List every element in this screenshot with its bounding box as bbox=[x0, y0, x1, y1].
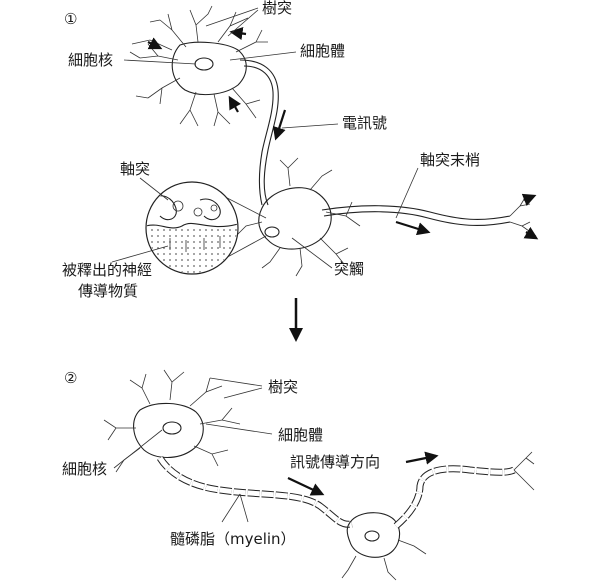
label-neurotransmitter-line2: 傳導物質 bbox=[78, 282, 138, 300]
label-myelin: 髓磷脂（myelin） bbox=[170, 530, 296, 548]
panel-2: ② bbox=[62, 369, 535, 581]
down-arrow bbox=[289, 298, 303, 342]
label-nucleus-1: 細胞核 bbox=[68, 51, 113, 69]
neuron-1-nucleus bbox=[194, 57, 214, 71]
neuron-2 bbox=[235, 157, 539, 277]
label-signal: 電訊號 bbox=[342, 114, 387, 132]
label-cell-body-1: 細胞體 bbox=[300, 42, 345, 60]
panel-1: ① bbox=[62, 0, 539, 300]
label-signal-direction: 訊號傳導方向 bbox=[290, 453, 380, 471]
label-dendrite-1: 樹突 bbox=[262, 0, 292, 17]
label-synapse: 突觸 bbox=[334, 260, 364, 278]
label-nucleus-2: 細胞核 bbox=[62, 460, 107, 478]
panel-1-leaders bbox=[111, 7, 419, 269]
panel-2-leaders bbox=[113, 377, 273, 523]
neuron-3-nucleus bbox=[162, 421, 182, 435]
neuron-3 bbox=[103, 369, 535, 581]
neuron-1 bbox=[129, 5, 287, 206]
label-axon: 軸突 bbox=[120, 160, 150, 178]
panel-2-number: ② bbox=[64, 369, 77, 387]
label-cell-body-2: 細胞體 bbox=[278, 426, 323, 444]
synapse-zoom bbox=[145, 181, 267, 275]
label-neurotransmitter-line1: 被釋出的神經 bbox=[62, 261, 152, 279]
label-dendrite-2: 樹突 bbox=[268, 378, 298, 396]
label-axon-terminal: 軸突末梢 bbox=[420, 151, 480, 169]
panel-1-number: ① bbox=[64, 10, 77, 28]
